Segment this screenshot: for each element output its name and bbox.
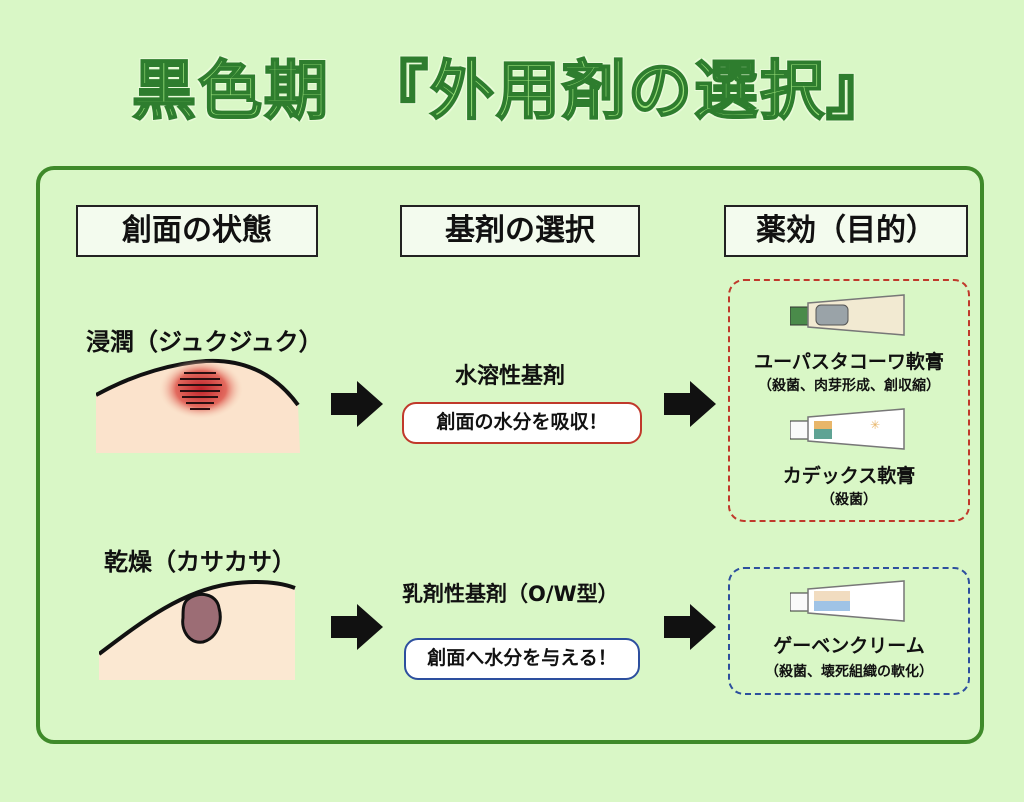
svg-text:✳: ✳ bbox=[870, 418, 880, 432]
medicine-name: ユーパスタコーワ軟膏 bbox=[754, 351, 944, 373]
action-add-moisture: 創面へ水分を与える！ bbox=[404, 638, 640, 680]
medicine-group-wet: ユーパスタコーワ軟膏 （殺菌、肉芽形成、創収縮） ✳ カデックス軟膏 （殺菌） bbox=[728, 279, 970, 522]
page-title: 黒色期 『外用剤の選択』 bbox=[131, 54, 892, 130]
right-arrow-icon bbox=[664, 381, 716, 427]
header-wound-state: 創面の状態 bbox=[76, 205, 318, 257]
header-base-selection: 基剤の選択 bbox=[400, 205, 640, 257]
wet-wound-illustration bbox=[96, 358, 300, 453]
medicine-note: （殺菌、肉芽形成、創収縮） bbox=[758, 378, 940, 394]
medicine-name: カデックス軟膏 bbox=[782, 465, 916, 487]
action-absorb-moisture: 創面の水分を吸収！ bbox=[402, 402, 642, 444]
medicine-note: （殺菌） bbox=[821, 492, 877, 508]
condition-wet-label: 浸潤（ジュクジュク） bbox=[86, 328, 323, 356]
ointment-tube-icon: ✳ bbox=[790, 408, 905, 450]
header-drug-effect: 薬効（目的） bbox=[724, 205, 968, 257]
base-water-soluble: 水溶性基剤 bbox=[455, 364, 566, 389]
medicine-note: （殺菌、壊死組織の軟化） bbox=[765, 664, 933, 680]
right-arrow-icon bbox=[331, 604, 383, 650]
ointment-tube-icon bbox=[790, 294, 905, 336]
condition-dry-label: 乾燥（カサカサ） bbox=[104, 548, 296, 576]
right-arrow-icon bbox=[331, 381, 383, 427]
medicine-group-dry: ゲーベンクリーム （殺菌、壊死組織の軟化） bbox=[728, 567, 970, 695]
dry-wound-illustration bbox=[99, 579, 296, 680]
medicine-name: ゲーベンクリーム bbox=[773, 635, 925, 657]
base-emulsion: 乳剤性基剤（O/W型） bbox=[402, 582, 619, 606]
right-arrow-icon bbox=[664, 604, 716, 650]
ointment-tube-icon bbox=[790, 580, 905, 622]
